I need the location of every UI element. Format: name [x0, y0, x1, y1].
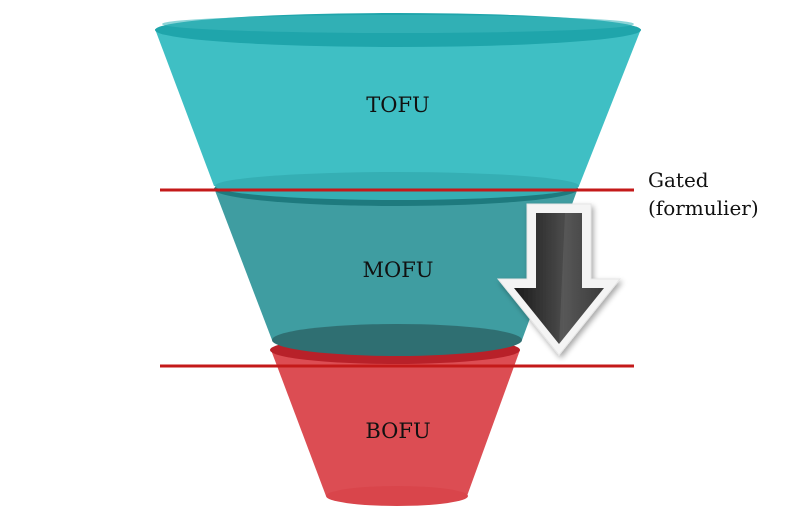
tofu-bottom-edge — [215, 172, 579, 200]
mofu-body — [214, 188, 578, 340]
down-arrow-icon — [496, 203, 622, 356]
funnel-stage-bofu: BOFU — [270, 336, 520, 506]
mofu-bottom-edge — [272, 324, 522, 356]
bofu-label: BOFU — [365, 419, 430, 443]
tofu-body — [155, 29, 641, 186]
funnel-stage-mofu: MOFU — [214, 172, 578, 356]
mofu-label: MOFU — [363, 258, 434, 282]
gate-annotation-line1: Gated — [648, 168, 709, 192]
gate-annotation: Gated (formulier) — [648, 166, 759, 222]
tofu-label: TOFU — [366, 93, 430, 117]
gate-annotation-line2: (formulier) — [648, 196, 759, 220]
funnel-stage-tofu: TOFU — [155, 13, 641, 200]
tofu-top-rim-highlight — [162, 15, 634, 33]
bofu-base — [326, 486, 468, 506]
bofu-body — [271, 350, 520, 496]
